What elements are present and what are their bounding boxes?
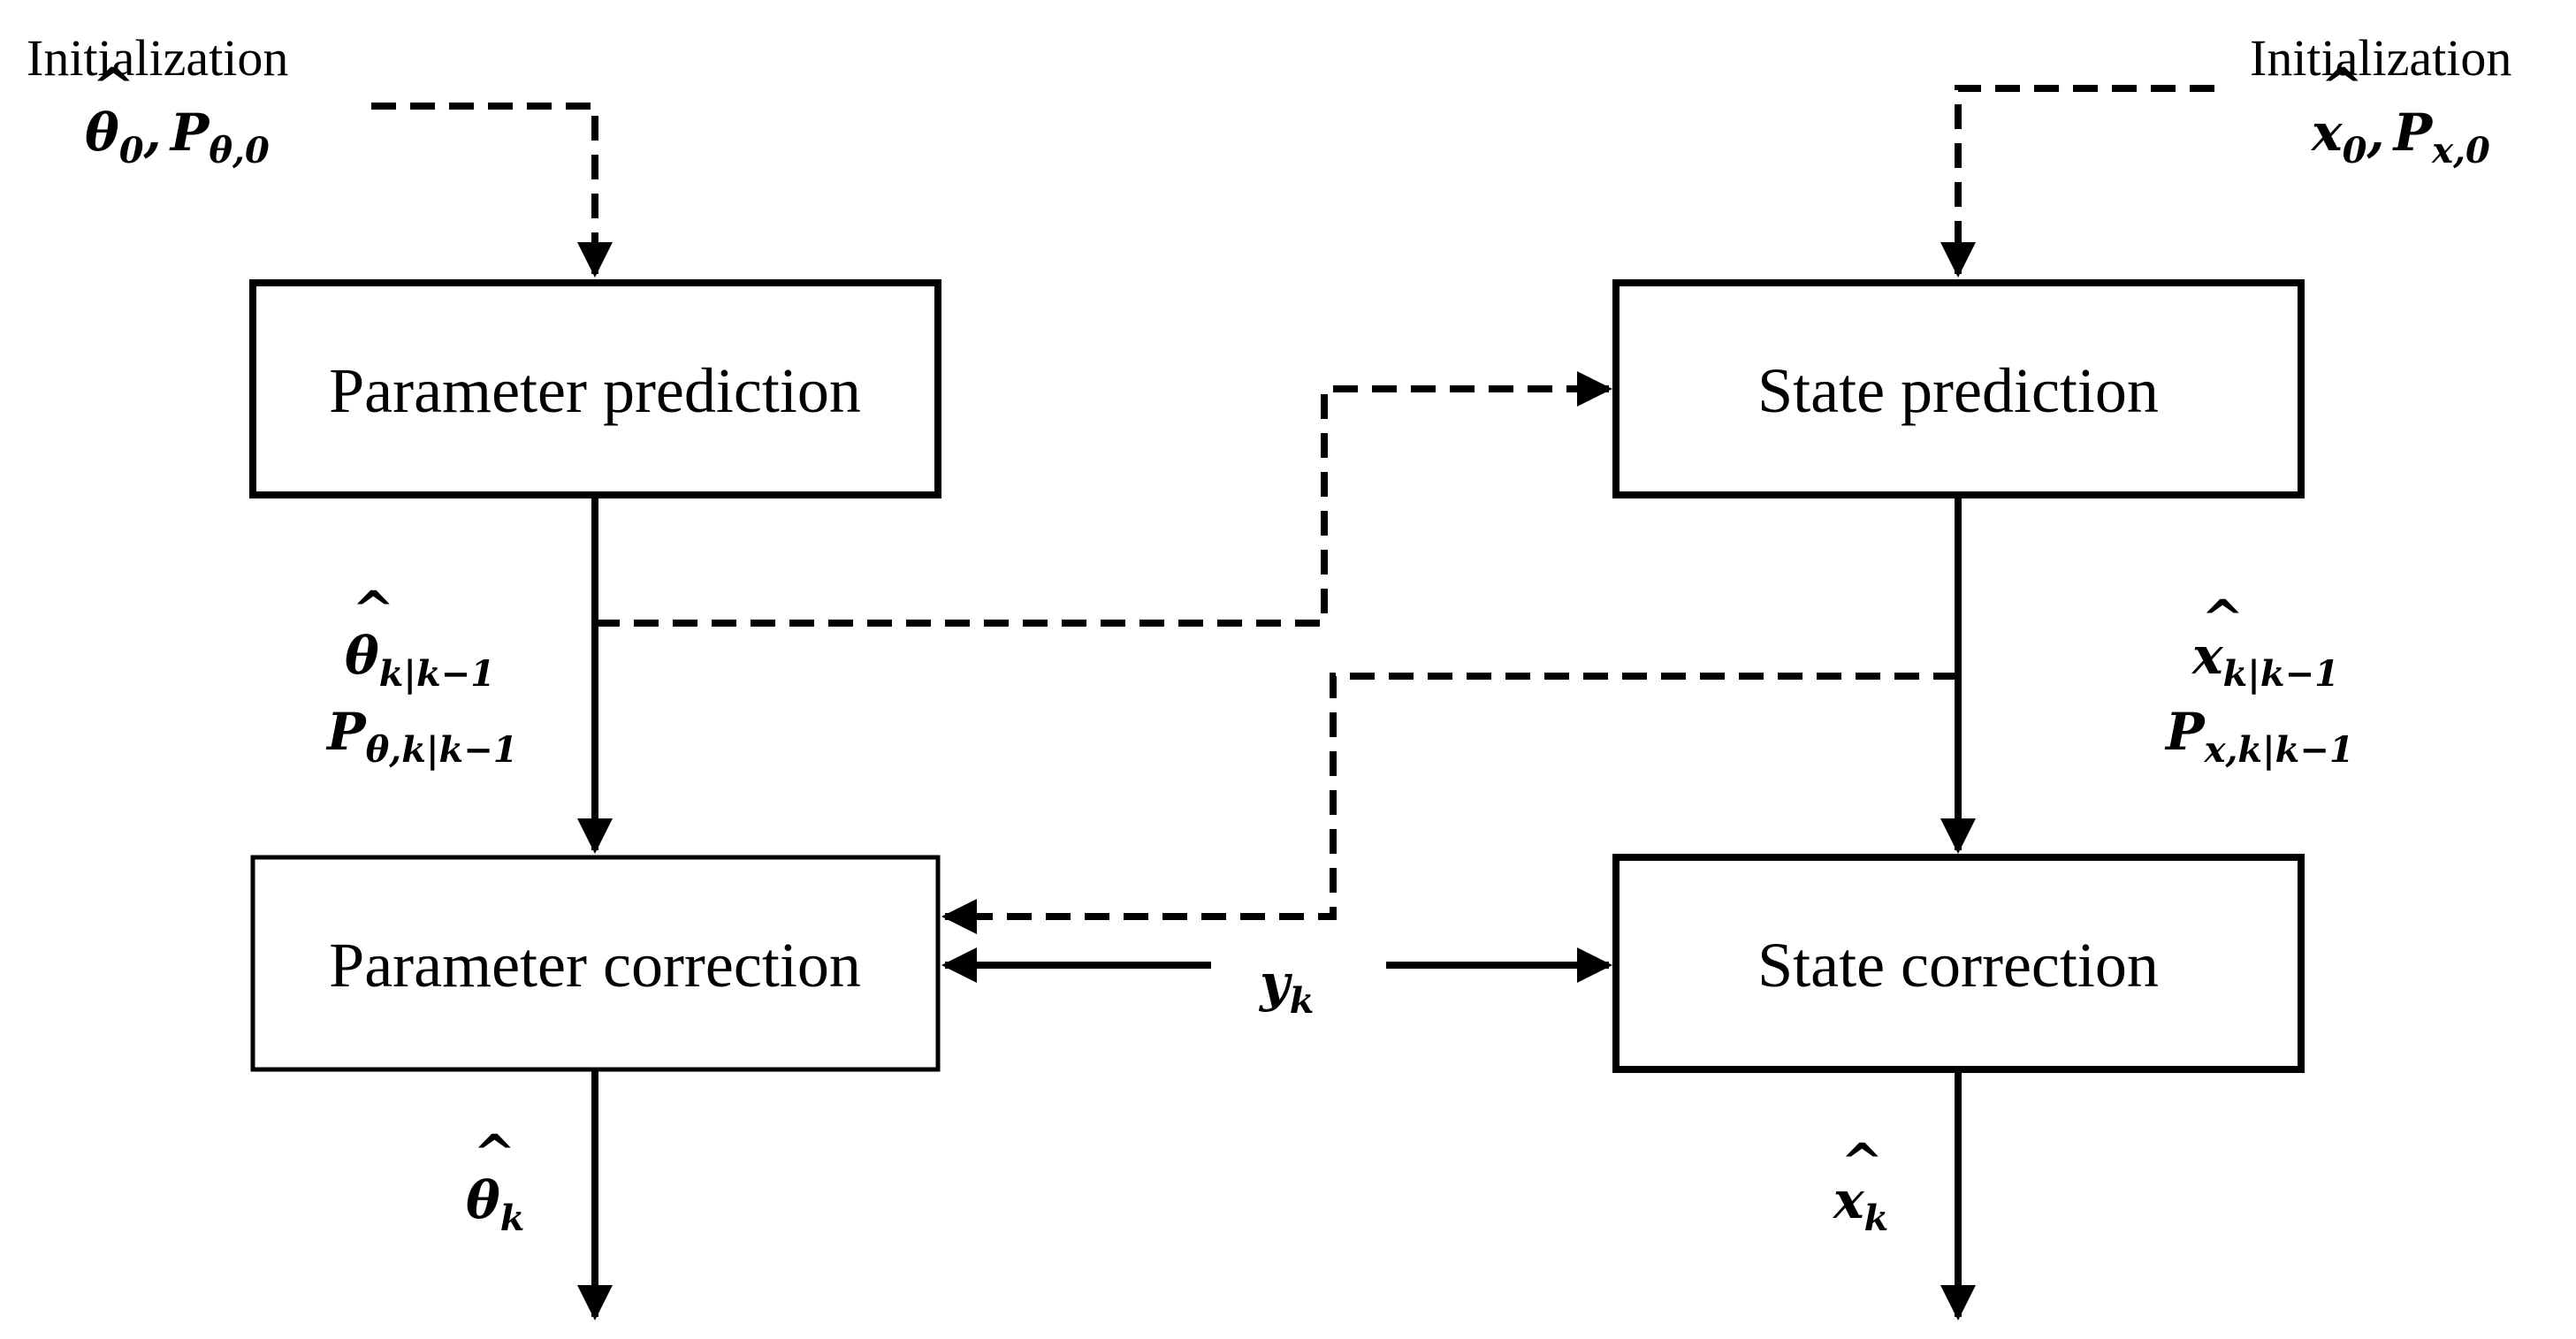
svg-text:xk: xk [1832, 1170, 1888, 1239]
parameter-prediction-block: Parameter prediction [249, 279, 941, 498]
svg-text:θk|k−1: θk|k−1 [345, 626, 495, 695]
hat-mark: ^ [92, 57, 135, 117]
init-left-title: Initialization [27, 29, 288, 87]
parameter-prediction-label: Parameter prediction [329, 355, 861, 426]
state-pred-outputs: ^ xk|k−1 Px,k|k−1 [2164, 589, 2354, 771]
param-pred-outputs: ^ θk|k−1 Pθ,k|k−1 [325, 580, 518, 771]
state-prediction-block: State prediction [1612, 279, 2305, 498]
parameter-correction-label: Parameter correction [329, 930, 861, 1000]
init-left-values: ^ θ0,Pθ,0 [85, 57, 270, 171]
state-correction-block: State correction [1612, 854, 2305, 1073]
init-right-title: Initialization [2250, 29, 2511, 87]
state-to-param-correction-dashed-arrow [941, 673, 1958, 934]
state-correction-label: State correction [1757, 930, 2159, 1000]
hat-mark: ^ [2201, 589, 2244, 649]
param-output-label: ^ θk [466, 1123, 524, 1239]
param-to-state-pred-dashed-arrow [595, 371, 1612, 627]
svg-text:θk: θk [466, 1170, 524, 1239]
init-right-arrow [1940, 85, 2214, 278]
hat-mark: ^ [352, 580, 395, 640]
svg-text:xk|k−1: xk|k−1 [2191, 626, 2339, 695]
svg-text:θ0,Pθ,0: θ0,Pθ,0 [85, 103, 270, 171]
state-prediction-label: State prediction [1757, 355, 2159, 426]
svg-text:Pθ,k|k−1: Pθ,k|k−1 [325, 702, 518, 771]
svg-text:x0,Px,0: x0,Px,0 [2310, 103, 2490, 171]
init-left-arrow [371, 103, 613, 278]
parameter-correction-block: Parameter correction [250, 855, 941, 1072]
hat-mark: ^ [1841, 1132, 1884, 1192]
init-right-values: ^ x0,Px,0 [2310, 57, 2490, 171]
hat-mark: ^ [473, 1123, 516, 1183]
measurement-label: yk [1258, 953, 1314, 1022]
hat-mark: ^ [2321, 57, 2364, 117]
svg-text:Px,k|k−1: Px,k|k−1 [2164, 702, 2354, 771]
state-output-label: ^ xk [1832, 1132, 1888, 1239]
